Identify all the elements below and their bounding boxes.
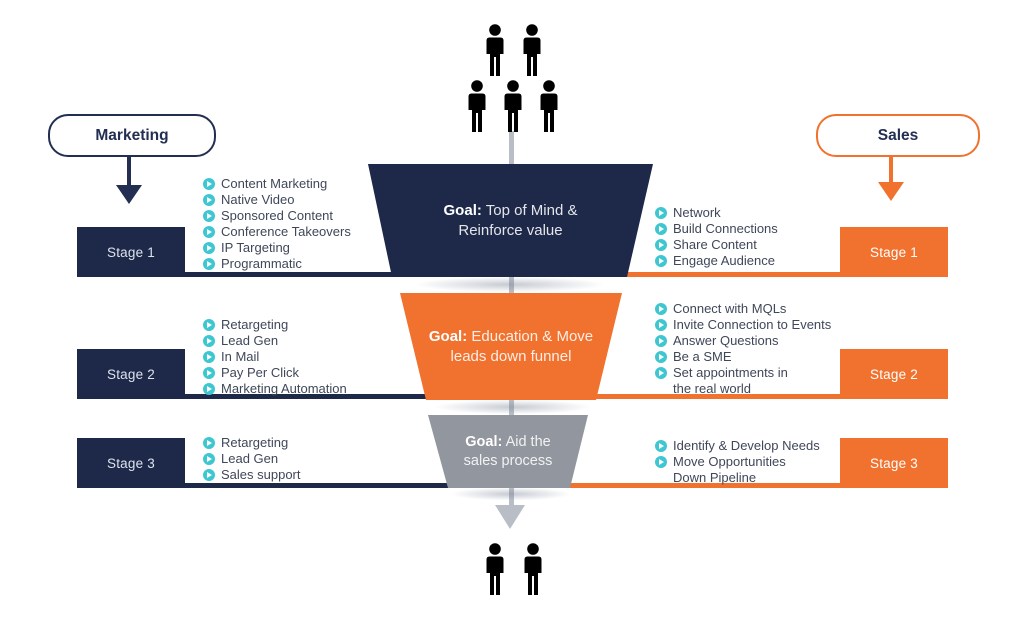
list-item: Retargeting	[203, 435, 301, 451]
play-bullet-icon	[655, 207, 667, 219]
marketing-stage1-line	[182, 272, 470, 277]
play-bullet-icon	[203, 242, 215, 254]
list-item: Pay Per Click	[203, 365, 347, 381]
gap-shadow	[378, 274, 642, 295]
marketing-stage2-line	[182, 394, 470, 399]
play-bullet-icon	[655, 239, 667, 251]
marketing-stage3-list: Retargeting Lead Gen Sales support	[203, 435, 301, 483]
list-item: IP Targeting	[203, 240, 351, 256]
audience-bottom	[483, 543, 545, 595]
play-bullet-icon	[203, 319, 215, 331]
person-icon	[486, 543, 504, 595]
list-item: Content Marketing	[203, 176, 351, 192]
goal-label: Goal:	[465, 433, 503, 450]
funnel-goal-text: Aid the sales process	[463, 433, 553, 469]
funnel-output-arrow-icon	[495, 505, 525, 529]
sales-stage1-box: Stage 1	[840, 227, 948, 277]
play-bullet-icon	[203, 383, 215, 395]
marketing-stage2-box: Stage 2	[77, 349, 185, 399]
person-icon	[468, 80, 486, 132]
marketing-stage3-box: Stage 3	[77, 438, 185, 488]
list-item: Conference Takeovers	[203, 224, 351, 240]
play-bullet-icon	[203, 367, 215, 379]
list-item: Programmatic	[203, 256, 351, 272]
goal-label: Goal:	[428, 327, 468, 345]
funnel-goal-text: Education & Move leads down funnel	[450, 327, 594, 365]
sales-pill-label: Sales	[877, 126, 919, 144]
play-bullet-icon	[655, 456, 667, 468]
person-icon	[540, 80, 558, 132]
marketing-stage2-list: Retargeting Lead Gen In Mail Pay Per Cli…	[203, 317, 347, 397]
list-item: Move Opportunities Down Pipeline	[655, 454, 820, 486]
marketing-stage3-line	[182, 483, 470, 488]
list-item: Invite Connection to Events	[655, 317, 831, 333]
marketing-stage1-list: Content Marketing Native Video Sponsored…	[203, 176, 351, 272]
list-item: In Mail	[203, 349, 347, 365]
funnel-section-1: Goal: Top of Mind & Reinforce value	[368, 164, 653, 277]
play-bullet-icon	[203, 351, 215, 363]
list-item: Lead Gen	[203, 451, 301, 467]
sales-stage3-list: Identify & Develop Needs Move Opportunit…	[655, 438, 820, 486]
goal-label: Goal:	[443, 201, 482, 219]
list-item: Connect with MQLs	[655, 301, 831, 317]
marketing-stage1-box: Stage 1	[77, 227, 185, 277]
person-icon	[524, 543, 542, 595]
play-bullet-icon	[203, 178, 215, 190]
list-item: Marketing Automation	[203, 381, 347, 397]
play-bullet-icon	[655, 255, 667, 267]
play-bullet-icon	[655, 351, 667, 363]
gap-shadow	[428, 485, 594, 503]
marketing-pill-label: Marketing	[95, 126, 169, 144]
play-bullet-icon	[203, 437, 215, 449]
list-item: Sponsored Content	[203, 208, 351, 224]
list-item: Retargeting	[203, 317, 347, 333]
list-item: Share Content	[655, 237, 778, 253]
list-item: Build Connections	[655, 221, 778, 237]
gap-shadow	[404, 397, 622, 417]
sales-stage1-list: Network Build Connections Share Content …	[655, 205, 778, 269]
audience-top-row2	[465, 80, 561, 132]
sales-stage2-list: Connect with MQLs Invite Connection to E…	[655, 301, 831, 397]
sales-stage1-line	[556, 272, 843, 277]
list-item: Set appointments in the real world	[655, 365, 831, 397]
play-bullet-icon	[203, 335, 215, 347]
marketing-pill: Marketing	[48, 114, 216, 157]
person-icon	[523, 24, 541, 76]
play-bullet-icon	[655, 223, 667, 235]
sales-stage2-line	[556, 394, 843, 399]
list-item: Network	[655, 205, 778, 221]
play-bullet-icon	[203, 226, 215, 238]
play-bullet-icon	[655, 335, 667, 347]
play-bullet-icon	[203, 469, 215, 481]
sales-stage2-box: Stage 2	[840, 349, 948, 399]
list-item: Be a SME	[655, 349, 831, 365]
play-bullet-icon	[203, 258, 215, 270]
sales-stage3-box: Stage 3	[840, 438, 948, 488]
person-icon	[504, 80, 522, 132]
funnel-section-3: Goal: Aid the sales process	[428, 415, 588, 488]
list-item: Engage Audience	[655, 253, 778, 269]
funnel-section-2: Goal: Education & Move leads down funnel	[400, 293, 622, 400]
list-item: Sales support	[203, 467, 301, 483]
list-item: Identify & Develop Needs	[655, 438, 820, 454]
play-bullet-icon	[203, 210, 215, 222]
audience-top-row1	[483, 24, 544, 76]
play-bullet-icon	[655, 319, 667, 331]
sales-pill: Sales	[816, 114, 980, 157]
play-bullet-icon	[203, 453, 215, 465]
play-bullet-icon	[655, 303, 667, 315]
play-bullet-icon	[655, 367, 667, 379]
person-icon	[486, 24, 504, 76]
list-item: Native Video	[203, 192, 351, 208]
list-item: Answer Questions	[655, 333, 831, 349]
play-bullet-icon	[655, 440, 667, 452]
list-item: Lead Gen	[203, 333, 347, 349]
play-bullet-icon	[203, 194, 215, 206]
funnel-goal-text: Top of Mind & Reinforce value	[458, 201, 578, 239]
sales-stage3-line	[556, 483, 843, 488]
